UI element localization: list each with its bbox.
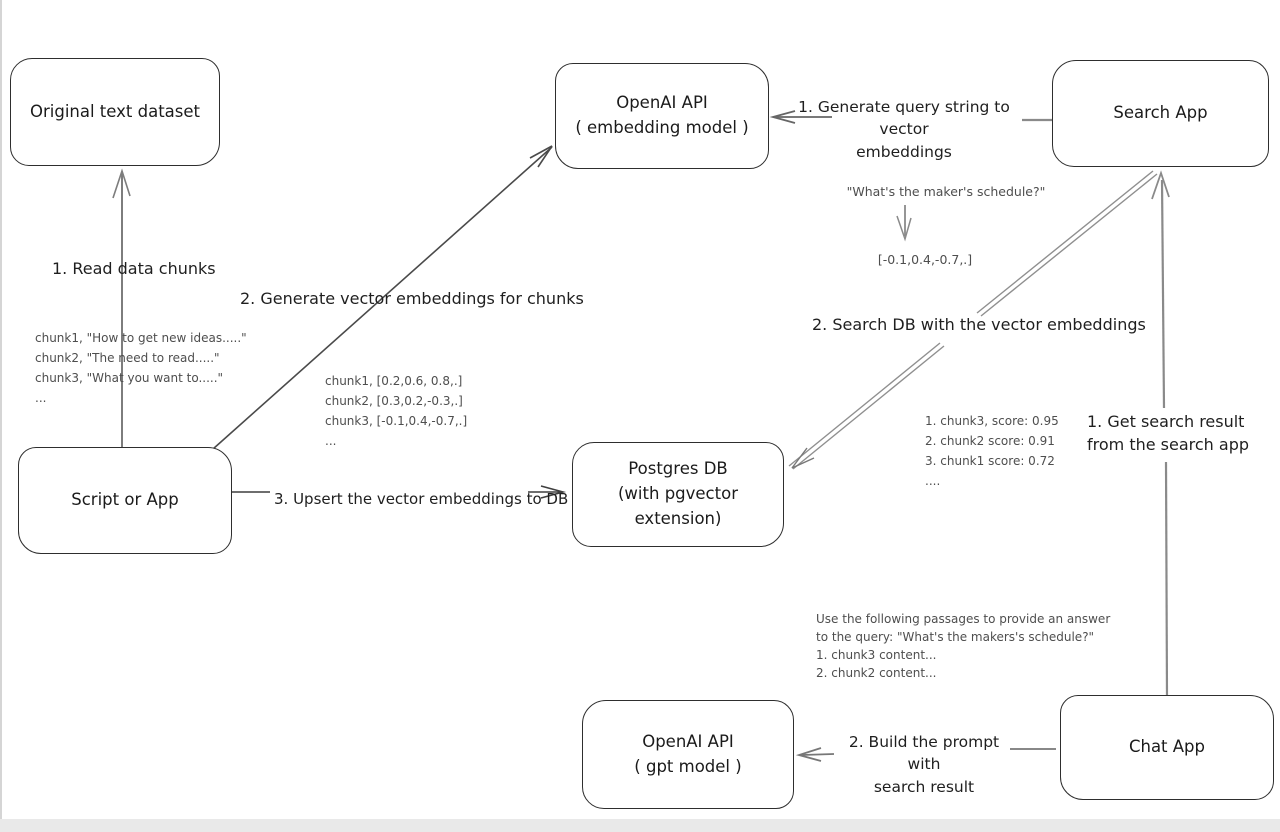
- arrow-build-prompt: [795, 747, 1056, 762]
- label-line1: 2. Build the prompt with: [848, 733, 1000, 774]
- note-line: chunk2, "The need to read.....": [35, 351, 220, 366]
- note-chunk-list: chunk1, "How to get new ideas....." chun…: [35, 328, 247, 409]
- note-line: 2. chunk2 content...: [816, 666, 937, 680]
- label-line2: embeddings: [856, 142, 952, 161]
- node-openai-embedding: OpenAI API ( embedding model ): [555, 63, 769, 169]
- node-label: Chat App: [1128, 737, 1206, 757]
- note-vector-list: chunk1, [0.2,0.6, 0.8,.] chunk2, [0.3,0.…: [325, 371, 467, 452]
- note-line: 1. chunk3, score: 0.95: [925, 414, 1059, 428]
- arrow-generate-embeddings: [212, 145, 553, 450]
- label-search-db: 2. Search DB with the vector embeddings: [812, 315, 1146, 334]
- note-line: 3. chunk1 score: 0.72: [925, 454, 1055, 469]
- node-label: Original text dataset: [29, 101, 200, 121]
- note-line: chunk2, [0.3,0.2,-0.3,.]: [325, 394, 463, 409]
- note-line: chunk3, "What you want to.....": [35, 371, 224, 386]
- note-line: ...: [35, 391, 47, 406]
- note-line: chunk1, [0.2,0.6, 0.8,.]: [325, 374, 463, 388]
- arrow-query-to-vector: [896, 205, 912, 242]
- node-script-or-app: Script or App: [18, 447, 232, 554]
- node-search-app: Search App: [1052, 60, 1269, 167]
- node-label: Script or App: [71, 490, 179, 510]
- arrow-generate-query: [769, 110, 1052, 124]
- arrow-read-data-chunks: [112, 168, 131, 450]
- node-label-line1: OpenAI API: [642, 731, 734, 751]
- label-build-prompt: 2. Build the prompt with search result: [838, 731, 1010, 798]
- label-upsert: 3. Upsert the vector embeddings to DB: [274, 490, 569, 508]
- node-label: Search App: [1113, 103, 1208, 123]
- label-line2: search result: [873, 777, 975, 796]
- label-line1: 1. Generate query string to vector: [798, 98, 1010, 139]
- label-get-search-result: 1. Get search result from the search app: [1087, 410, 1249, 456]
- node-label-line1: OpenAI API: [616, 93, 708, 113]
- canvas-bottom-edge: [0, 819, 1280, 832]
- node-postgres-db: Postgres DB (with pgvector extension): [572, 442, 784, 547]
- canvas-left-edge: [0, 0, 2, 832]
- note-score-list: 1. chunk3, score: 0.95 2. chunk2 score: …: [925, 411, 1059, 492]
- label-generate-query: 1. Generate query string to vector embed…: [785, 96, 1023, 163]
- note-line: Use the following passages to provide an…: [816, 612, 1111, 626]
- node-original-text-dataset: Original text dataset: [10, 58, 220, 166]
- arrow-get-search-result: [1151, 170, 1170, 698]
- note-query-vector: [-0.1,0.4,-0.7,.]: [877, 252, 973, 267]
- label-read-data-chunks: 1. Read data chunks: [52, 259, 216, 278]
- note-line: chunk3, [-0.1,0.4,-0.7,.]: [325, 414, 468, 429]
- label-generate-embeddings: 2. Generate vector embeddings for chunks: [240, 289, 584, 308]
- label-line2: from the search app: [1087, 435, 1250, 455]
- note-line: 1. chunk3 content...: [816, 648, 937, 662]
- node-label-line1: Postgres DB: [628, 459, 728, 479]
- label-line1: 1. Get search result: [1087, 412, 1245, 431]
- note-line: to the query: "What's the makers's sched…: [816, 630, 1095, 644]
- node-chat-app: Chat App: [1060, 695, 1274, 800]
- note-prompt-text: Use the following passages to provide an…: [816, 610, 1110, 682]
- node-label-line2: ( gpt model ): [634, 756, 742, 776]
- note-query-string: "What's the maker's schedule?": [846, 184, 1046, 199]
- arrow-search-db: [788, 170, 1158, 470]
- note-line: ...: [325, 434, 337, 449]
- node-label-line2: ( embedding model ): [575, 118, 749, 137]
- note-line: chunk1, "How to get new ideas.....": [35, 331, 247, 345]
- note-line: ....: [925, 474, 941, 489]
- arrow-upsert: [232, 485, 567, 499]
- note-line: 2. chunk2 score: 0.91: [925, 434, 1055, 449]
- node-openai-gpt: OpenAI API ( gpt model ): [582, 700, 794, 809]
- node-label-line2: (with pgvector extension): [618, 484, 738, 528]
